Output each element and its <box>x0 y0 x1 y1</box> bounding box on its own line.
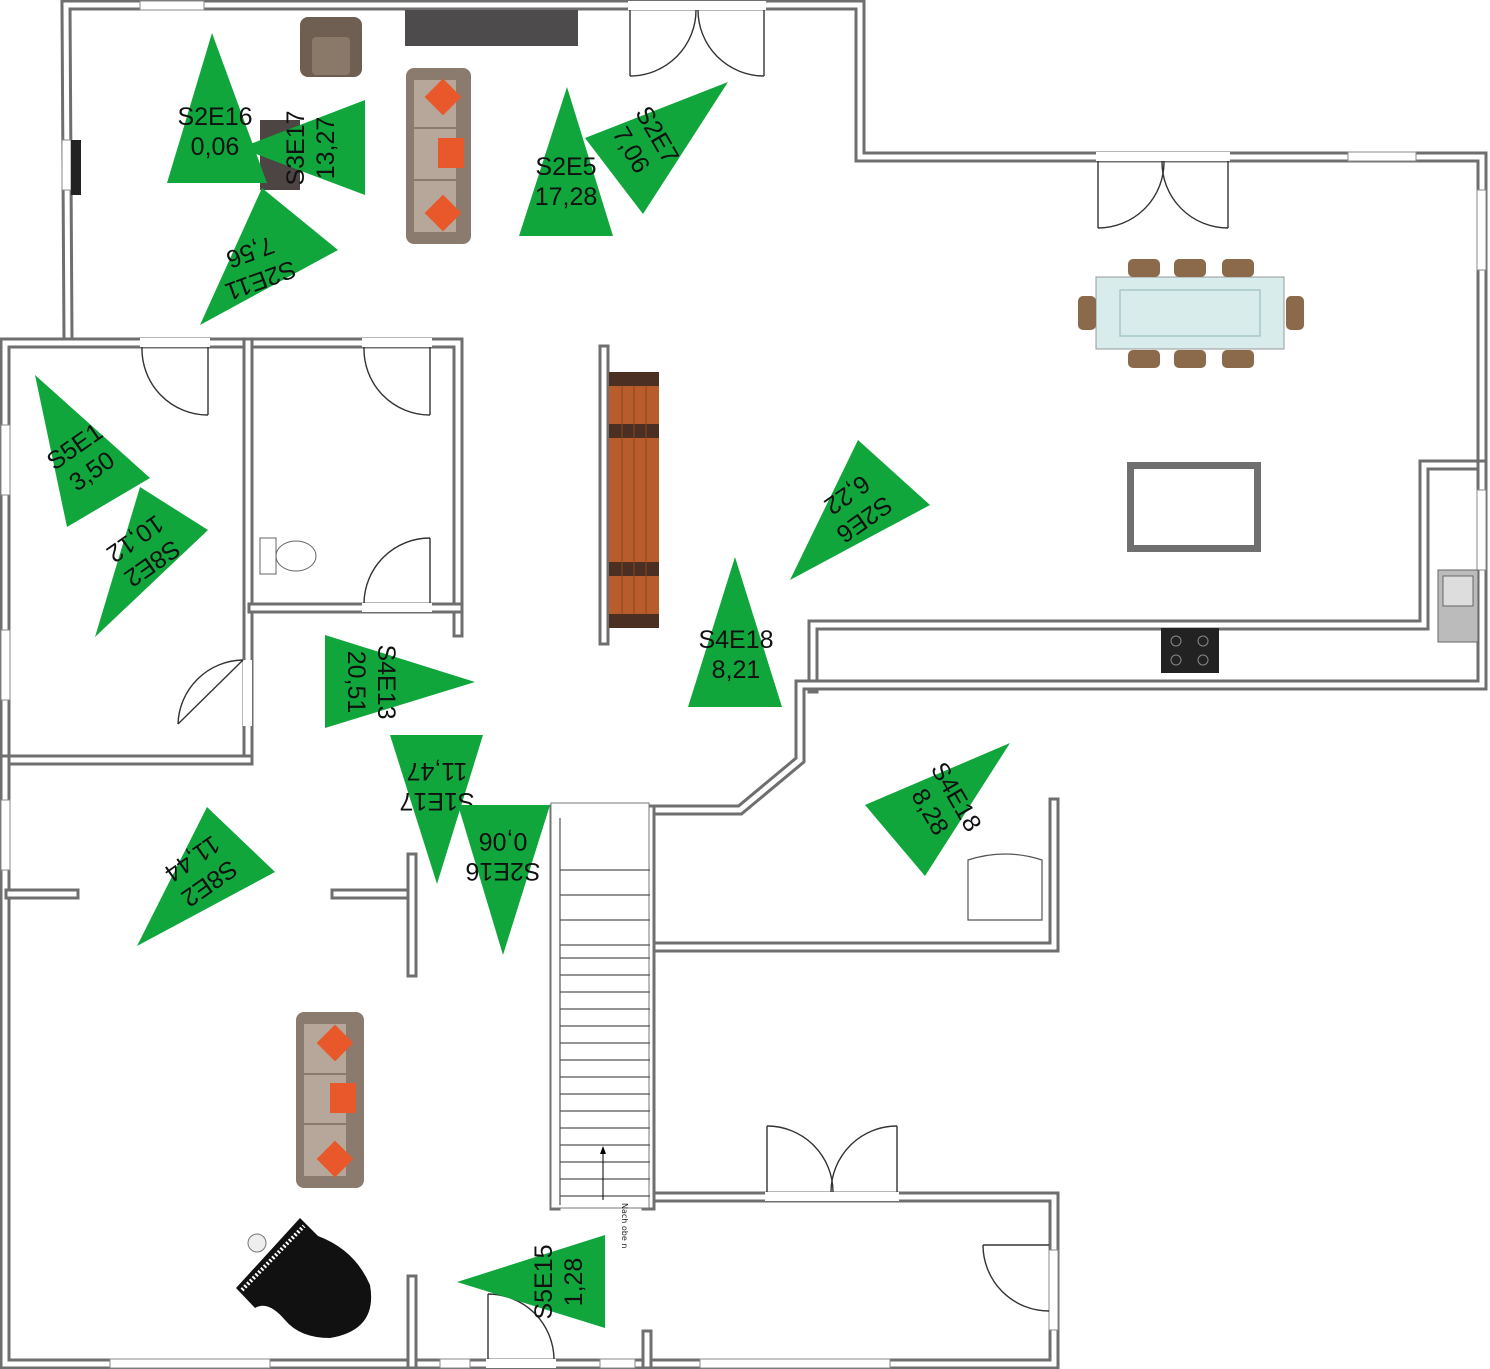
camera-view-cone <box>688 557 782 707</box>
camera-marker: S5E151,28 <box>457 1235 605 1328</box>
camera-value: 11,47 <box>407 757 468 785</box>
cushion <box>330 1083 356 1113</box>
camera-id: S3E17 <box>282 110 310 185</box>
stair-steps <box>560 869 650 1197</box>
camera-id: S2E5 <box>535 153 596 181</box>
camera-view-cone <box>390 735 483 884</box>
camera-marker: S8E211,44 <box>137 807 275 946</box>
camera-id: S2E16 <box>177 103 252 131</box>
camera-view-cone <box>865 743 1010 876</box>
sofa-top <box>406 68 471 244</box>
sink <box>1437 569 1479 643</box>
camera-label: S1E1711,47 <box>399 757 474 815</box>
camera-label: S5E151,28 <box>530 1244 588 1319</box>
camera-label: S4E1320,51 <box>342 644 400 719</box>
camera-view-cone <box>790 440 930 580</box>
staircase: Nach obe n <box>550 802 650 1248</box>
camera-id: S4E18 <box>698 626 773 654</box>
cushion <box>424 78 462 116</box>
toilet <box>259 537 317 575</box>
dining-table <box>1078 259 1304 368</box>
camera-id: S4E13 <box>372 644 400 719</box>
chair-right-room <box>967 853 1043 921</box>
grand-piano <box>236 1218 372 1338</box>
camera-view-cone <box>200 188 338 325</box>
sofa-bottom <box>296 1012 364 1188</box>
camera-value: 20,51 <box>342 651 370 714</box>
camera-value: 13,27 <box>312 117 340 180</box>
camera-marker: S8E210,12 <box>95 487 208 637</box>
camera-marker: S3E1713,27 <box>240 100 365 195</box>
camera-value: 1,28 <box>560 1258 588 1307</box>
camera-view-cone <box>457 1235 605 1328</box>
camera-id: S2E16 <box>465 857 540 885</box>
camera-marker: S5E13,50 <box>35 375 150 527</box>
camera-view-cone <box>35 375 150 527</box>
camera-view-cone <box>137 807 275 946</box>
cushion <box>424 194 462 232</box>
furniture <box>71 10 1479 1338</box>
camera-view-cone <box>519 87 613 236</box>
camera-label: S2E160,06 <box>465 827 540 885</box>
camera-value: 0,06 <box>191 133 240 161</box>
camera-view-cone <box>458 805 550 955</box>
kitchen-island <box>1127 462 1261 552</box>
camera-value: 17,28 <box>535 183 598 211</box>
chairs <box>1078 259 1304 368</box>
camera-marker: S2E77,06 <box>585 82 728 214</box>
cushion <box>438 138 464 168</box>
camera-view-cone <box>167 33 267 183</box>
camera-value: 0,06 <box>479 827 528 855</box>
camera-marker: S2E117,56 <box>200 188 338 325</box>
cushion <box>316 1140 354 1178</box>
camera-label: S3E1713,27 <box>282 110 340 185</box>
cushion <box>316 1024 354 1062</box>
camera-value: 8,21 <box>712 656 761 684</box>
camera-view-cone <box>585 82 728 214</box>
wooden-cabinet <box>609 372 659 628</box>
camera-view-cone <box>325 635 475 728</box>
camera-view-cone <box>95 487 208 637</box>
cooktop <box>1161 628 1219 673</box>
camera-marker: S4E1320,51 <box>325 635 475 728</box>
camera-marker: S2E160,06 <box>458 805 550 955</box>
armchair <box>300 17 362 77</box>
tv <box>71 140 81 195</box>
camera-id: S5E15 <box>530 1244 558 1319</box>
stairs-label: Nach obe n <box>620 1203 629 1248</box>
camera-marker: S2E66,22 <box>790 440 930 580</box>
camera-marker: S1E1711,47 <box>390 735 483 884</box>
camera-view-cone <box>240 100 365 195</box>
sideboard <box>405 10 578 46</box>
